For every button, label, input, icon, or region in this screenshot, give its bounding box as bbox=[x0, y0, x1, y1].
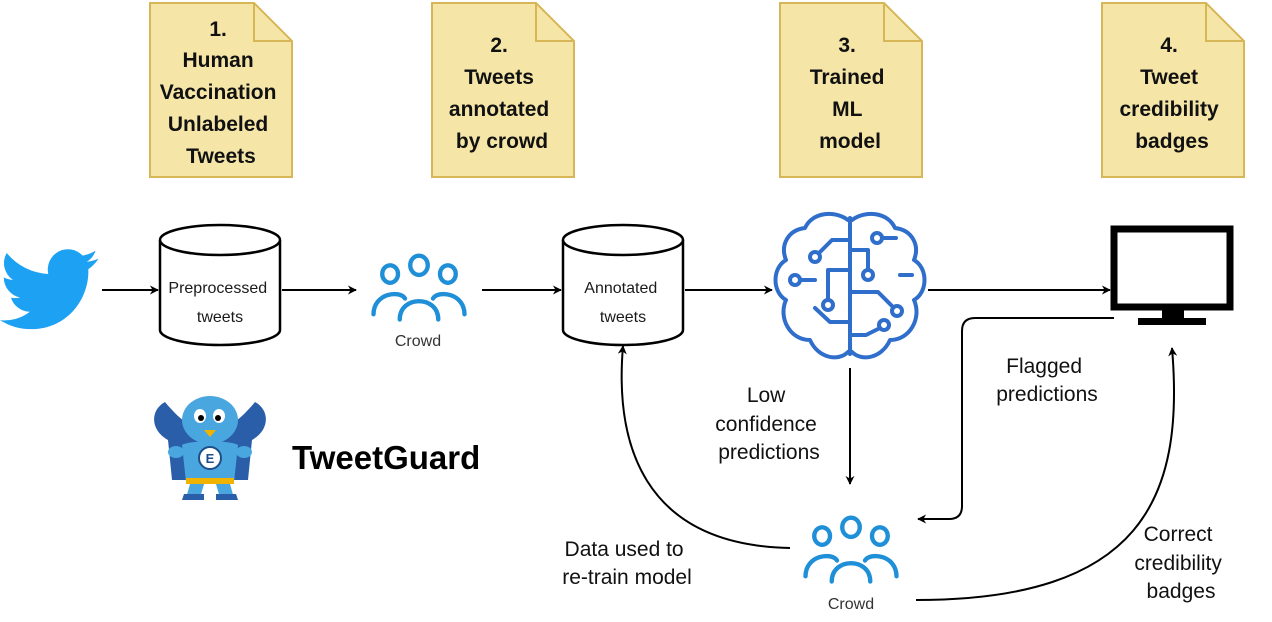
low-confidence-line-1: Low bbox=[747, 384, 786, 407]
edge-label-retrain: Data used to re-train model bbox=[562, 538, 692, 589]
people-group-icon bbox=[374, 256, 465, 320]
edge-crowd-to-monitor-correct-badges bbox=[915, 347, 1178, 601]
step-3-line-1: Trained bbox=[810, 66, 885, 89]
step-4-line-1: Tweet bbox=[1140, 66, 1198, 89]
step-3-number: 3. bbox=[838, 34, 856, 57]
step-1-line-1: Human bbox=[182, 49, 253, 72]
svg-text:Preprocessed tweets: Preprocessed tweets bbox=[168, 280, 271, 326]
annotated-db-line-1: Annotated bbox=[584, 280, 657, 297]
svg-text:E: E bbox=[206, 451, 215, 466]
svg-text:Annotated tweets: Annotated tweets bbox=[584, 280, 661, 326]
step-note-3: 3. Trained ML model bbox=[779, 2, 923, 178]
step-3-line-3: model bbox=[819, 130, 881, 153]
step-note-2: 2. Tweets annotated by crowd bbox=[431, 2, 575, 178]
edge-label-low-confidence: Low confidence predictions bbox=[715, 384, 822, 464]
edges bbox=[102, 285, 1178, 601]
preprocessed-tweets-database: Preprocessed tweets bbox=[158, 223, 282, 347]
correct-badges-line-1: Correct bbox=[1144, 523, 1213, 546]
people-group-icon bbox=[806, 518, 897, 582]
step-3-line-2: ML bbox=[832, 98, 862, 121]
step-4-number: 4. bbox=[1160, 34, 1178, 57]
retrain-line-1: Data used to bbox=[565, 538, 684, 561]
ml-brain-icon bbox=[773, 211, 927, 360]
crowd-bottom: Crowd bbox=[806, 518, 897, 613]
step-1-line-4: Tweets bbox=[186, 145, 256, 168]
step-2-line-2: annotated bbox=[449, 98, 549, 121]
step-note-2-text: 2. Tweets annotated by crowd bbox=[449, 34, 555, 153]
retrain-line-2: re-train model bbox=[562, 566, 692, 589]
crowd-top: Crowd bbox=[374, 256, 465, 350]
step-note-4-text: 4. Tweet credibility badges bbox=[1119, 34, 1224, 153]
step-4-line-3: badges bbox=[1135, 130, 1209, 153]
annotated-tweets-database: Annotated tweets bbox=[561, 223, 685, 347]
preprocessed-db-line-1: Preprocessed bbox=[168, 280, 267, 297]
low-confidence-line-2: confidence bbox=[715, 413, 817, 436]
step-2-line-1: Tweets bbox=[464, 66, 534, 89]
correct-badges-line-3: badges bbox=[1147, 580, 1216, 603]
step-1-number: 1. bbox=[209, 18, 227, 41]
step-1-line-2: Vaccination bbox=[160, 81, 277, 104]
edge-label-flagged: Flagged predictions bbox=[996, 355, 1098, 406]
step-4-line-2: credibility bbox=[1119, 98, 1219, 121]
monitor-icon bbox=[1110, 225, 1234, 325]
preprocessed-db-line-2: tweets bbox=[197, 309, 243, 326]
edge-monitor-to-crowd-flagged bbox=[917, 317, 1114, 524]
step-2-number: 2. bbox=[490, 34, 508, 57]
annotated-db-line-2: tweets bbox=[600, 309, 646, 326]
flagged-line-2: predictions bbox=[996, 383, 1098, 406]
step-note-1-text: 1. Human Vaccination Unlabeled Tweets bbox=[160, 18, 283, 168]
crowd-bottom-label: Crowd bbox=[828, 596, 874, 613]
step-note-3-text: 3. Trained ML model bbox=[810, 34, 891, 153]
step-1-line-3: Unlabeled bbox=[168, 113, 268, 136]
low-confidence-line-3: predictions bbox=[718, 441, 820, 464]
step-note-1: 1. Human Vaccination Unlabeled Tweets bbox=[149, 2, 293, 178]
step-2-line-3: by crowd bbox=[456, 130, 548, 153]
edge-label-correct-badges: Correct credibility badges bbox=[1134, 523, 1227, 603]
correct-badges-line-2: credibility bbox=[1134, 552, 1222, 575]
flagged-line-1: Flagged bbox=[1006, 355, 1082, 378]
step-note-4: 4. Tweet credibility badges bbox=[1101, 2, 1245, 178]
crowd-top-label: Crowd bbox=[395, 333, 441, 350]
superhero-bird-mascot-icon: E bbox=[154, 396, 266, 500]
twitter-bird-icon bbox=[0, 249, 99, 330]
brand-name: TweetGuard bbox=[292, 439, 480, 476]
edge-crowd-to-annotated-retrain bbox=[617, 345, 791, 549]
